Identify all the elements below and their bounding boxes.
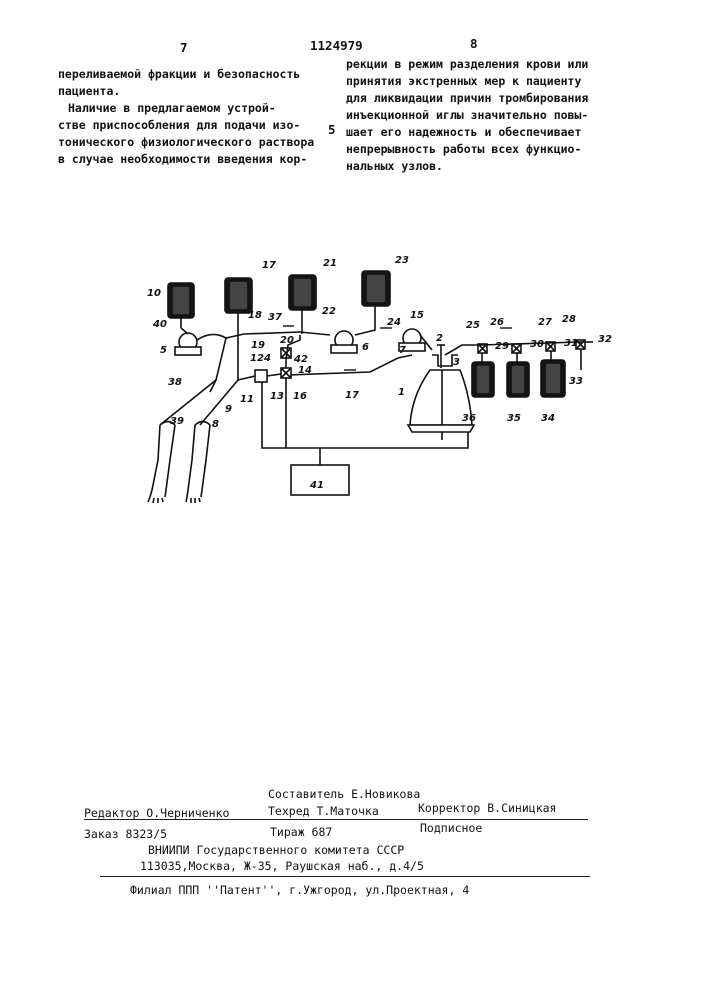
diagram-label: 35 — [507, 413, 521, 424]
diagram-label: 31 — [564, 338, 578, 349]
diagram-label: 3 — [453, 357, 460, 368]
diagram-label: 13 — [270, 391, 284, 402]
diagram-label: 39 — [170, 416, 184, 427]
diagram-label: 9 — [225, 404, 232, 415]
diagram-label: 23 — [395, 255, 409, 266]
diagram-label: 14 — [298, 365, 312, 376]
imprint-address: 113035,Москва, Ж-35, Раушская наб., д.4/… — [140, 858, 424, 874]
diagram-label: 24 — [387, 317, 401, 328]
imprint-branch: Филиал ППП ''Патент'', г.Ужгород, ул.Про… — [130, 882, 469, 898]
diagram-label: 22 — [322, 306, 336, 317]
diagram-label: 8 — [212, 419, 219, 430]
diagram-label: 12 — [250, 353, 264, 364]
divider-1 — [84, 819, 588, 820]
diagram-label: 34 — [541, 413, 555, 424]
imprint-order: Заказ 8323/5 — [84, 826, 167, 842]
diagram-label: 41 — [309, 480, 324, 491]
diagram-label: 32 — [598, 334, 612, 345]
bag-17 — [225, 278, 252, 332]
bag-21 — [289, 275, 316, 327]
divider-2 — [100, 876, 590, 877]
diagram-label: 19 — [251, 340, 265, 351]
diagram-label: 10 — [147, 288, 161, 299]
bag-23 — [362, 271, 390, 317]
imprint-institute: ВНИИПИ Государственного комитета СССР — [148, 842, 404, 858]
diagram-label: 2 — [436, 333, 443, 344]
imprint-subscription: Подписное — [420, 820, 482, 836]
diagram-label: 37 — [268, 312, 282, 323]
imprint-corrector: Корректор В.Синицкая — [418, 800, 556, 816]
imprint-compiler: Составитель Е.Новикова — [268, 786, 420, 802]
diagram-label: 27 — [538, 317, 552, 328]
diagram-label: 18 — [248, 310, 262, 321]
diagram-label: 5 — [160, 345, 167, 356]
diagram-label: 30 — [530, 339, 544, 350]
imprint-circulation: Тираж 687 — [270, 824, 332, 840]
diagram-label: 15 — [410, 310, 424, 321]
diagram-label: 1 — [398, 387, 405, 398]
diagram-label: 17 — [262, 260, 276, 271]
diagram-label: 25 — [466, 320, 480, 331]
diagram-label: 28 — [562, 314, 576, 325]
diagram-label: 6 — [362, 342, 369, 353]
diagram-label: 20 — [280, 335, 294, 346]
apparatus-diagram: 10 17 21 23 40 37 18 22 15 2 24 5 20 42 … — [0, 0, 707, 560]
diagram-label: 16 — [293, 391, 307, 402]
diagram-label: 11 — [240, 394, 254, 405]
bag-10 — [168, 283, 194, 328]
imprint-techred: Техред Т.Маточка — [268, 803, 379, 819]
diagram-label: 26 — [490, 317, 504, 328]
diagram-label: 36 — [462, 413, 476, 424]
diagram-label: 7 — [399, 345, 406, 356]
diagram-label: 42 — [293, 354, 308, 365]
diagram-label: 17 — [345, 390, 359, 401]
diagram-label: 21 — [323, 258, 337, 269]
diagram-label: 29 — [495, 341, 509, 352]
diagram-label: 40 — [152, 319, 167, 330]
diagram-label: 38 — [168, 377, 182, 388]
diagram-label: 4 — [263, 353, 271, 364]
diagram-label: 33 — [569, 376, 583, 387]
